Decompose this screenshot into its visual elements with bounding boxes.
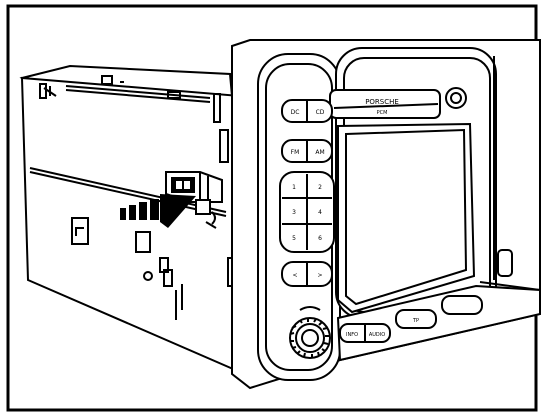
btn-audio-label: AUDIO (369, 332, 385, 338)
btn-preset-4: 4 (318, 209, 322, 216)
chassis (19, 64, 241, 374)
btn-am-label: AM (315, 149, 324, 156)
connector-plug (165, 171, 223, 215)
btn-info-label: INFO (346, 332, 358, 338)
btn-preset-6: 6 (318, 235, 322, 242)
btn-seek-left: < (292, 272, 297, 279)
preset-buttons (279, 99, 335, 287)
btn-dc-label: DC (291, 109, 300, 116)
btn-preset-1: 1 (292, 184, 296, 191)
display-brand: PORSCHE (365, 98, 399, 106)
display-sub: PCM (377, 110, 388, 116)
btn-preset-5: 5 (292, 235, 296, 242)
btn-seek-right: > (317, 272, 322, 279)
btn-tp-label: TP (412, 318, 419, 324)
bottom-buttons (339, 295, 483, 343)
volume-knob-icon (289, 306, 331, 359)
insertion-arrow (120, 194, 196, 228)
btn-preset-2: 2 (318, 184, 322, 191)
btn-fm-label: FM (291, 149, 300, 156)
btn-cd-label: CD (316, 109, 325, 116)
btn-preset-3: 3 (292, 209, 296, 216)
